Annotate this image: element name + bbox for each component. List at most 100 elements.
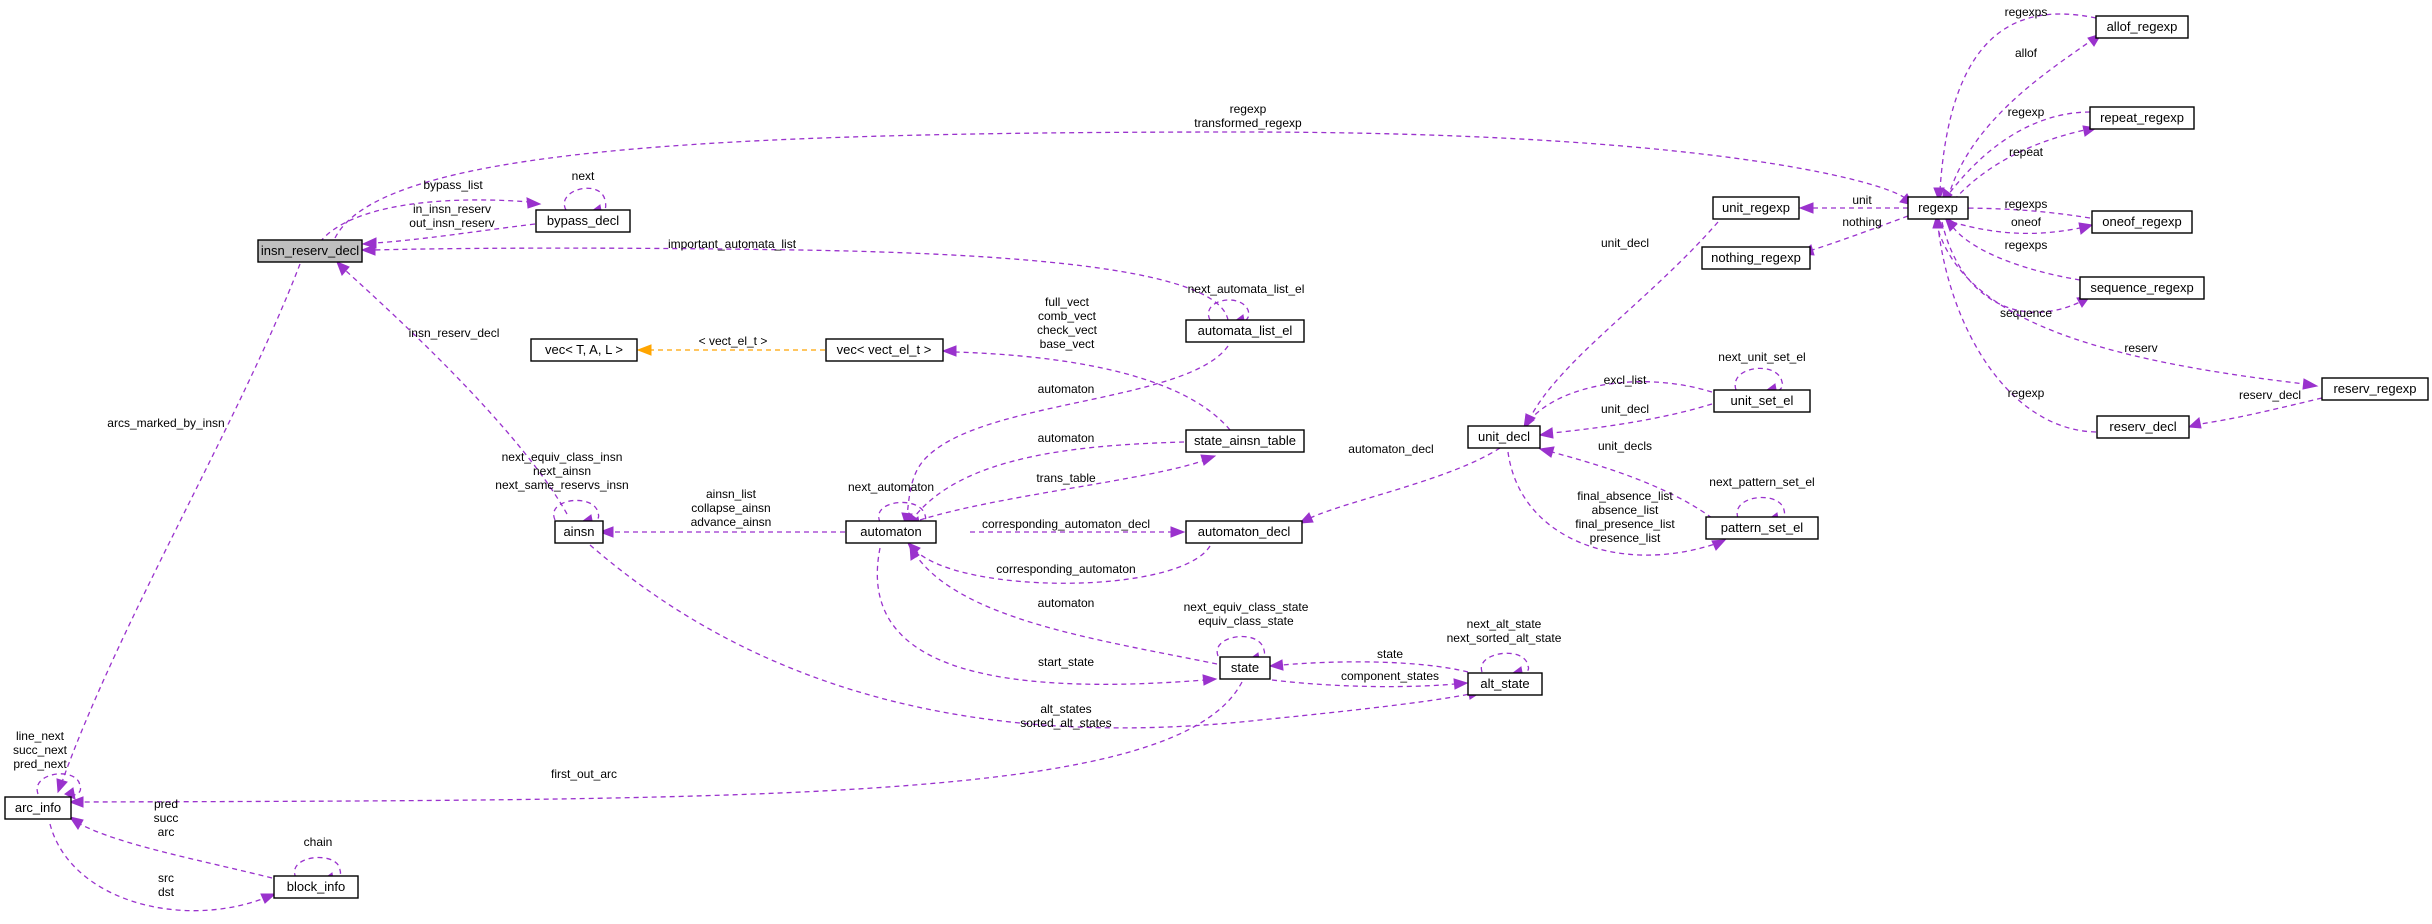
edge-start-state	[876, 547, 1218, 686]
svg-text:oneof_regexp: oneof_regexp	[2102, 214, 2182, 229]
svg-text:nothing_regexp: nothing_regexp	[1711, 250, 1801, 265]
edge-label-automaton-decl: automaton_decl	[1348, 442, 1433, 456]
svg-text:pattern_set_el: pattern_set_el	[1721, 520, 1804, 535]
node-vec-vect-el-t[interactable]: vec< vect_el_t >	[825, 338, 944, 362]
edge-label-regexp-reserv-decl: regexp	[2008, 386, 2045, 400]
edge-label-sequence: sequence	[2000, 306, 2052, 320]
node-sequence-regexp[interactable]: sequence_regexp	[2079, 276, 2205, 300]
node-repeat-regexp[interactable]: repeat_regexp	[2089, 106, 2195, 130]
edge-label-next-automata-list-el: next_automata_list_el	[1188, 282, 1305, 296]
edge-label-next-same-reservs-insn: next_same_reservs_insn	[495, 478, 628, 492]
svg-text:block_info: block_info	[287, 879, 346, 894]
edge-label-next-unit-set-el: next_unit_set_el	[1718, 350, 1805, 364]
svg-text:automata_list_el: automata_list_el	[1198, 323, 1293, 338]
node-arc-info[interactable]: arc_info	[4, 796, 72, 820]
edge-label-next-equiv-class-state: next_equiv_class_state	[1184, 600, 1309, 614]
svg-text:vec< vect_el_t >: vec< vect_el_t >	[837, 342, 932, 357]
edge-oneof	[1951, 221, 2094, 235]
edge-component-states	[1271, 678, 1469, 690]
node-allof-regexp[interactable]: allof_regexp	[2095, 15, 2189, 39]
edge-label-pred: pred	[154, 797, 178, 811]
node-unit-decl[interactable]: unit_decl	[1467, 425, 1541, 449]
edge-first-out-arc	[68, 681, 1243, 808]
svg-text:unit_regexp: unit_regexp	[1722, 200, 1790, 215]
edge-label-regexp: regexp	[1230, 102, 1267, 116]
edge-repeat	[1953, 125, 2098, 201]
edge-reserv-decl	[2187, 397, 2323, 429]
edge-label-start-state: start_state	[1038, 655, 1094, 669]
edge-label-next-pattern-set-el: next_pattern_set_el	[1709, 475, 1814, 489]
edge-label-presence-list: presence_list	[1590, 531, 1661, 545]
svg-text:reserv_decl: reserv_decl	[2109, 419, 2176, 434]
node-insn-reserv-decl[interactable]: insn_reserv_decl	[257, 239, 363, 263]
edge-label-dst: dst	[158, 885, 175, 899]
node-reserv-decl[interactable]: reserv_decl	[2096, 415, 2190, 439]
edge-sequence	[1941, 221, 2092, 313]
edge-label-repeat: repeat	[2009, 145, 2044, 159]
node-unit-set-el[interactable]: unit_set_el	[1713, 389, 1811, 413]
edge-important-automata-list	[360, 244, 1229, 321]
edge-label-first-out-arc: first_out_arc	[551, 767, 617, 781]
node-vec-T-A-L[interactable]: vec< T, A, L >	[530, 338, 638, 362]
edge-label-transformed-regexp: transformed_regexp	[1194, 116, 1302, 130]
edge-excl-list	[1523, 381, 1713, 430]
edge-arc-from-block	[68, 816, 273, 879]
edge-label-corresponding-automaton: corresponding_automaton	[996, 562, 1135, 576]
svg-text:allof_regexp: allof_regexp	[2107, 19, 2178, 34]
edge-label-sorted-alt-states: sorted_alt_states	[1020, 716, 1111, 730]
node-automaton-decl[interactable]: automaton_decl	[1185, 520, 1303, 544]
node-unit-regexp[interactable]: unit_regexp	[1712, 196, 1800, 220]
edge-label-automaton-3: automaton	[1038, 596, 1095, 610]
svg-text:reserv_regexp: reserv_regexp	[2333, 381, 2416, 396]
node-state-ainsn-table[interactable]: state_ainsn_table	[1185, 429, 1305, 453]
node-state[interactable]: state	[1219, 656, 1271, 680]
node-reserv-regexp[interactable]: reserv_regexp	[2321, 377, 2429, 401]
edge-unit-decl-from-regexp	[1524, 221, 1719, 430]
node-automaton[interactable]: automaton	[845, 520, 937, 544]
edge-label-next-automaton: next_automaton	[848, 480, 934, 494]
edge-label-component-states: component_states	[1341, 669, 1439, 683]
edge-label-comb-vect: comb_vect	[1038, 309, 1097, 323]
svg-text:repeat_regexp: repeat_regexp	[2100, 110, 2184, 125]
edge-label-unit-decl-1: unit_decl	[1601, 236, 1649, 250]
edge-label-collapse-ainsn: collapse_ainsn	[691, 501, 770, 515]
node-automata-list-el[interactable]: automata_list_el	[1185, 319, 1305, 343]
edge-label-next-sorted-alt-state: next_sorted_alt_state	[1447, 631, 1562, 645]
node-ainsn[interactable]: ainsn	[554, 520, 604, 544]
edge-label-arcs-marked-by-insn: arcs_marked_by_insn	[107, 416, 224, 430]
edge-regexp-from-reserv-decl	[1932, 213, 2097, 433]
edge-label-final-absence-list: final_absence_list	[1577, 489, 1673, 503]
node-block-info[interactable]: block_info	[273, 875, 359, 899]
edge-label-full-vect: full_vect	[1045, 295, 1090, 309]
edge-pattern-lists	[1507, 451, 1727, 556]
edge-label-base-vect: base_vect	[1040, 337, 1095, 351]
edge-label-allof: allof	[2015, 46, 2038, 60]
node-nothing-regexp[interactable]: nothing_regexp	[1701, 246, 1811, 270]
edge-unit-decls	[1538, 446, 1713, 519]
svg-text:alt_state: alt_state	[1480, 676, 1529, 691]
node-bypass-decl[interactable]: bypass_decl	[535, 209, 631, 233]
node-pattern-set-el[interactable]: pattern_set_el	[1705, 516, 1819, 540]
edge-corresponding-automaton-decl	[970, 526, 1186, 538]
svg-text:sequence_regexp: sequence_regexp	[2090, 280, 2193, 295]
edge-ainsn-list	[598, 526, 845, 538]
edge-label-alt-states: alt_states	[1040, 702, 1091, 716]
edge-vect-members	[941, 345, 1231, 431]
svg-text:ainsn: ainsn	[563, 524, 594, 539]
edge-label-chain: chain	[304, 835, 333, 849]
edge-label-arc: arc	[158, 825, 175, 839]
node-alt-state[interactable]: alt_state	[1467, 672, 1543, 696]
edge-reserv	[1935, 221, 2319, 390]
edge-block-from-arc	[49, 823, 277, 912]
edge-label-succ-next: succ_next	[13, 743, 68, 757]
edge-label-automaton-1: automaton	[1038, 382, 1095, 396]
edge-label-important-automata-list: important_automata_list	[668, 237, 797, 251]
node-regexp[interactable]: regexp	[1907, 196, 1969, 220]
node-oneof-regexp[interactable]: oneof_regexp	[2091, 210, 2193, 234]
svg-text:state_ainsn_table: state_ainsn_table	[1194, 433, 1296, 448]
edge-automaton-from-state	[909, 543, 1218, 665]
edge-label-trans-table: trans_table	[1036, 471, 1096, 485]
edge-label-nothing: nothing	[1842, 215, 1881, 229]
edge-label-regexps-3: regexps	[2005, 238, 2048, 252]
svg-text:bypass_decl: bypass_decl	[547, 213, 619, 228]
